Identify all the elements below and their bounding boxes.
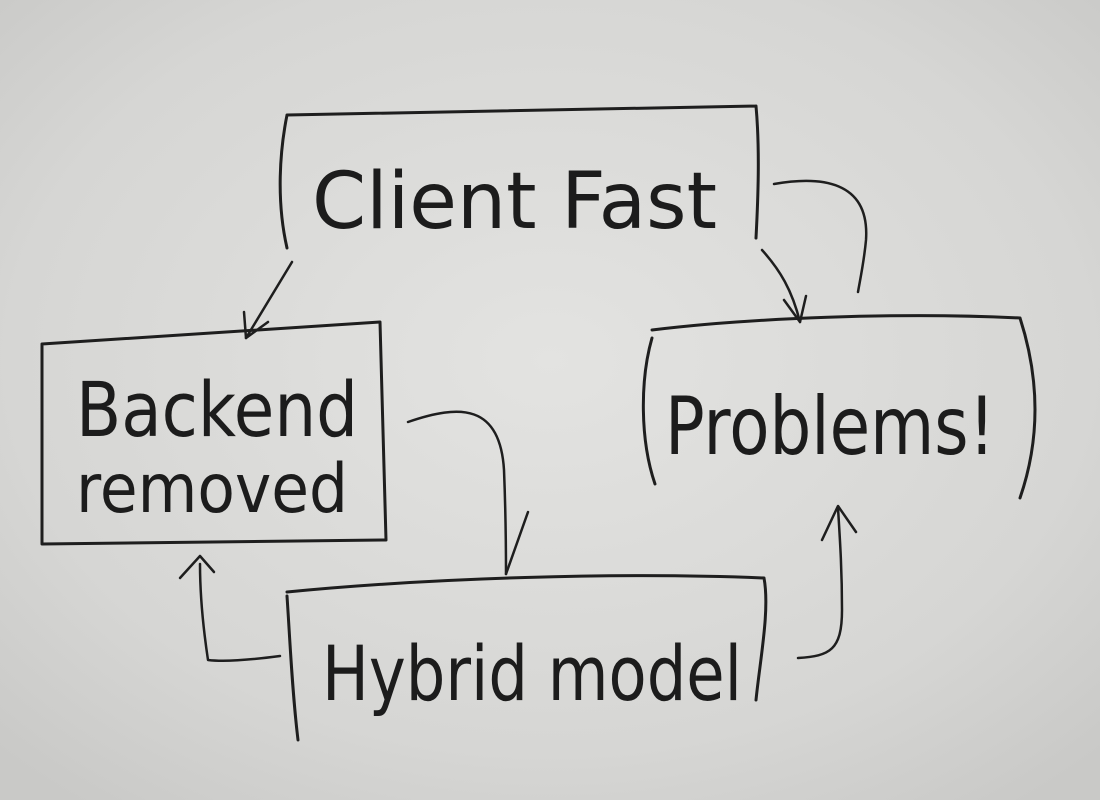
- arrow-client-loop-right: [772, 179, 868, 294]
- arrow-hybrid-to-backend: [178, 554, 282, 663]
- client-fast-node: Client Fast: [278, 104, 760, 250]
- problems-label: Problems!: [665, 380, 995, 473]
- arrow-backend-to-hybrid: [406, 410, 530, 576]
- client-fast-box: [278, 104, 760, 250]
- backend-removed-label-line1: Backend: [76, 365, 358, 454]
- backend-removed-label-line2: removed: [76, 450, 348, 529]
- arrow-client-to-problems: [760, 248, 808, 324]
- backend-removed-node: Backend removed: [40, 320, 388, 546]
- hybrid-model-label: Hybrid model: [322, 629, 742, 718]
- backend-removed-box: [40, 320, 388, 546]
- hybrid-model-node: Hybrid model: [285, 574, 768, 742]
- client-fast-label: Client Fast: [312, 157, 717, 247]
- hybrid-model-box: [285, 574, 768, 742]
- arrow-client-to-backend: [242, 260, 294, 340]
- problems-node: Problems!: [641, 314, 1037, 500]
- problems-box: [641, 314, 1037, 500]
- arrow-hybrid-to-problems: [796, 504, 858, 660]
